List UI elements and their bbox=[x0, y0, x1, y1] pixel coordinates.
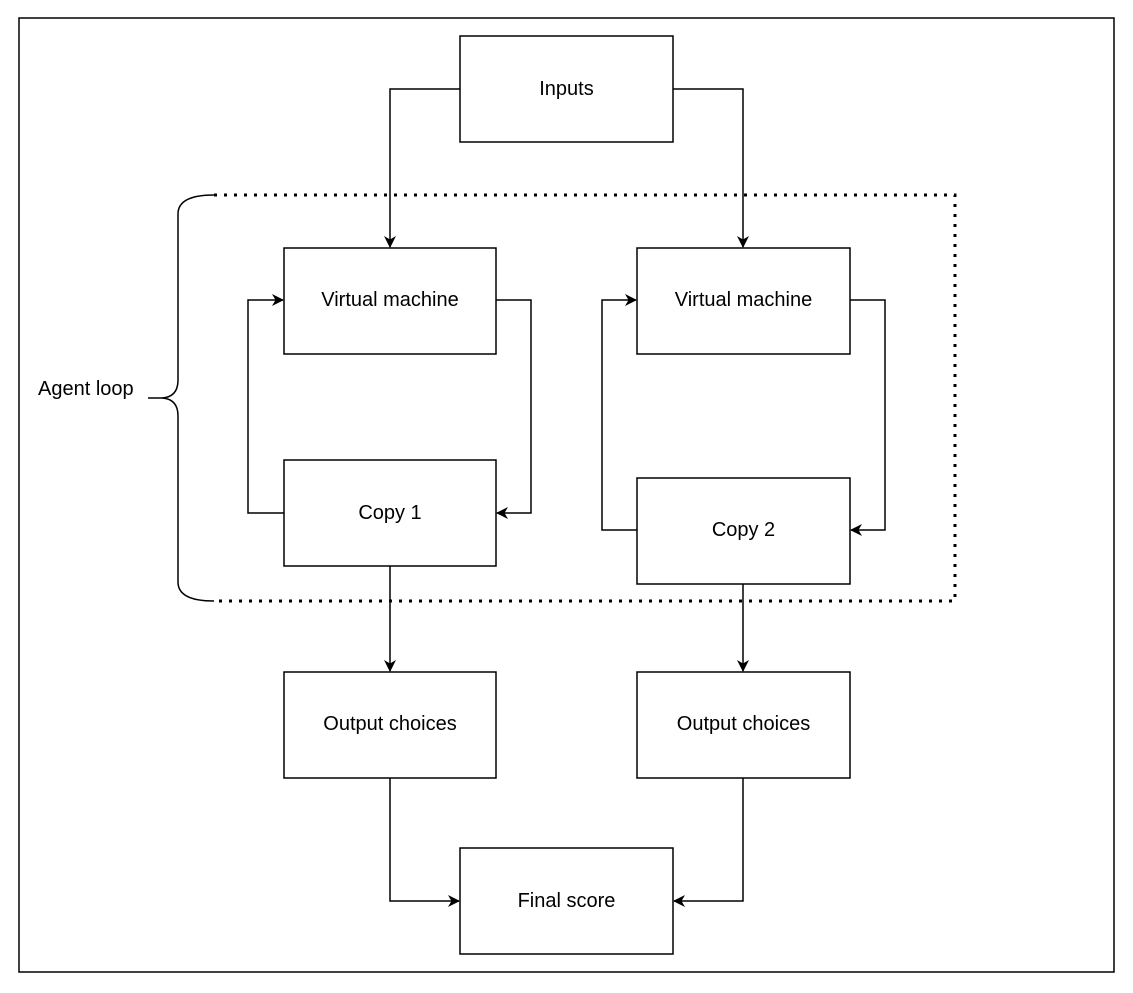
edge-output2-final bbox=[673, 778, 744, 907]
node-copy1: Copy 1 bbox=[283, 459, 497, 567]
node-vm2-label: Virtual machine bbox=[675, 289, 812, 311]
node-output2-label: Output choices bbox=[677, 713, 810, 735]
node-vm1-label: Virtual machine bbox=[321, 289, 458, 311]
node-vm1: Virtual machine bbox=[283, 247, 497, 355]
agent-loop-label: Agent loop bbox=[38, 378, 134, 400]
node-output1-label: Output choices bbox=[323, 713, 456, 735]
node-copy2: Copy 2 bbox=[636, 477, 851, 585]
edge-copy1-vm1 bbox=[247, 294, 284, 514]
node-vm2: Virtual machine bbox=[636, 247, 851, 355]
node-output2: Output choices bbox=[636, 671, 851, 779]
node-final: Final score bbox=[459, 847, 674, 955]
edge-inputs-vm1 bbox=[384, 88, 460, 248]
node-copy2-label: Copy 2 bbox=[712, 519, 775, 541]
edge-vm2-copy2 bbox=[850, 299, 886, 536]
diagram-frame bbox=[18, 17, 1115, 973]
node-inputs: Inputs bbox=[459, 35, 674, 143]
edge-copy2-vm2 bbox=[601, 294, 637, 531]
node-inputs-label: Inputs bbox=[539, 78, 593, 100]
node-final-label: Final score bbox=[518, 890, 616, 912]
node-copy1-label: Copy 1 bbox=[358, 502, 421, 524]
edge-output1-final bbox=[389, 778, 460, 907]
edge-vm1-copy1 bbox=[496, 299, 532, 519]
edge-inputs-vm2 bbox=[673, 88, 749, 248]
agent-loop-region bbox=[214, 193, 957, 603]
node-output1: Output choices bbox=[283, 671, 497, 779]
